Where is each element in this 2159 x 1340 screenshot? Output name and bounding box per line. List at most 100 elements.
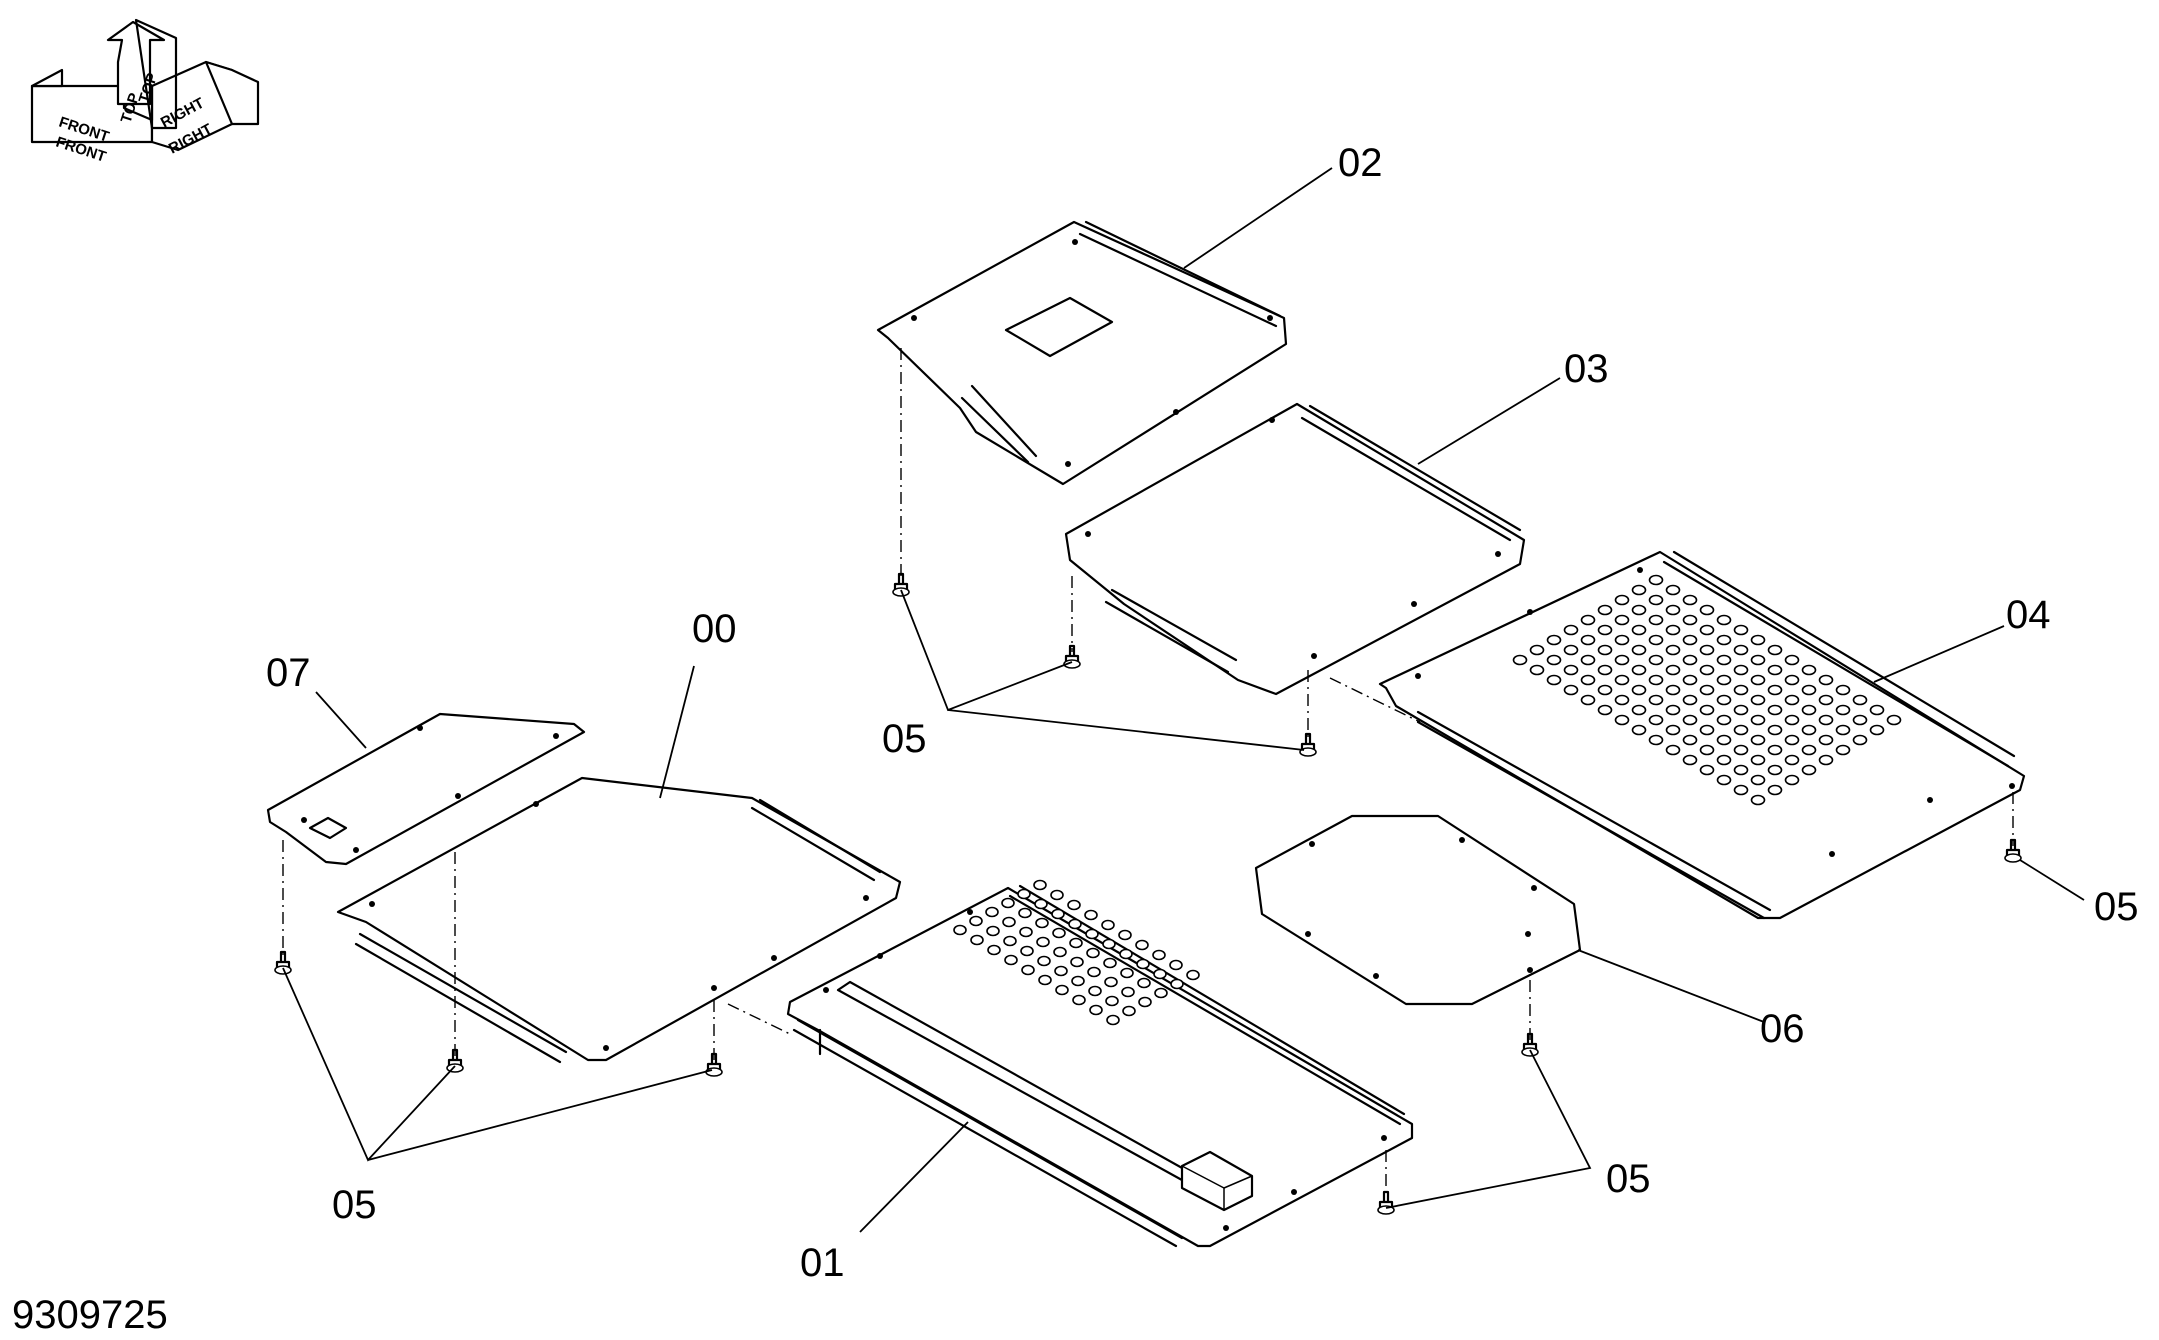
- perforation-hole: [1019, 926, 1033, 938]
- perforation-hole: [1614, 634, 1630, 646]
- perforation-hole: [1003, 935, 1017, 947]
- callout-07: 07: [266, 651, 311, 695]
- perforation-hole: [1801, 704, 1817, 716]
- callout-labels: 02 03 04 05 05 00 07 06 05 05 01 9309725: [12, 141, 2139, 1337]
- perforation-hole: [1137, 977, 1151, 989]
- perforation-hole: [1767, 664, 1783, 676]
- perforation-hole: [1053, 946, 1067, 958]
- fastener-screw: [2004, 838, 2022, 863]
- callout-00: 00: [692, 607, 737, 651]
- callout-05-upper: 05: [882, 717, 927, 761]
- perforation-hole: [1750, 674, 1766, 686]
- perforation-hole: [1716, 734, 1732, 746]
- perforation-hole: [1682, 714, 1698, 726]
- fasteners-05: [274, 572, 2022, 1215]
- perforation-hole: [1767, 704, 1783, 716]
- perforation-hole: [1699, 724, 1715, 736]
- perforation-hole: [1036, 936, 1050, 948]
- perforation-hole: [1665, 724, 1681, 736]
- callout-05-left: 05: [332, 1183, 377, 1227]
- perforation-hole: [986, 925, 1000, 937]
- perforation-hole: [1186, 969, 1200, 981]
- perforation-hole: [1170, 978, 1184, 990]
- perforation-hole: [1597, 604, 1613, 616]
- perforation-hole: [1103, 957, 1117, 969]
- part-00-plate: [336, 776, 902, 1064]
- leader-lines: [282, 167, 2085, 1233]
- perforation-hole: [1034, 898, 1048, 910]
- perforation-hole: [1067, 899, 1081, 911]
- perforation-hole: [1750, 634, 1766, 646]
- perforation-hole: [1614, 674, 1630, 686]
- perforation-hole: [1784, 714, 1800, 726]
- perforation-hole: [969, 915, 983, 927]
- perforation-hole: [1169, 959, 1183, 971]
- orientation-symbol: FRONT FRONT TOP TOP RIGHT RIGHT: [30, 18, 260, 166]
- perforation-hole: [1597, 624, 1613, 636]
- part-06-plate: [1254, 814, 1582, 1006]
- perforation-hole: [1580, 694, 1596, 706]
- perforation-hole: [1648, 734, 1664, 746]
- perforation-hole: [1869, 724, 1885, 736]
- perforation-hole: [1699, 604, 1715, 616]
- perforation-hole: [1580, 614, 1596, 626]
- perforation-hole: [1072, 994, 1086, 1006]
- perforation-hole: [1055, 984, 1069, 996]
- perforation-hole: [1546, 654, 1562, 666]
- perforation-hole: [1852, 694, 1868, 706]
- perforation-hole: [1699, 684, 1715, 696]
- perforation-hole: [1105, 995, 1119, 1007]
- part-02-plate: [876, 220, 1288, 486]
- perforation-hole: [1597, 704, 1613, 716]
- perforation-hole: [1088, 985, 1102, 997]
- perforation-hole: [1682, 654, 1698, 666]
- fastener-screw: [1063, 644, 1081, 669]
- perforation-hole: [1699, 624, 1715, 636]
- perforation-hole: [1733, 764, 1749, 776]
- part-07-plate: [266, 712, 586, 866]
- perforation-hole: [1699, 644, 1715, 656]
- perforation-hole: [1153, 968, 1167, 980]
- callout-06: 06: [1760, 1007, 1805, 1051]
- perforation-hole: [1035, 917, 1049, 929]
- perforation-hole: [1118, 929, 1132, 941]
- perforation-hole: [1665, 704, 1681, 716]
- perforation-hole: [1733, 724, 1749, 736]
- perforation-hole: [1101, 919, 1115, 931]
- part-04-plate: [1378, 550, 2026, 920]
- fastener-screw: [892, 572, 910, 597]
- perforation-hole: [1580, 674, 1596, 686]
- perforation-hole: [1818, 754, 1834, 766]
- perforation-hole: [1818, 694, 1834, 706]
- callout-03: 03: [1564, 347, 1609, 391]
- perforation-hole: [985, 906, 999, 918]
- perforation-hole: [1784, 774, 1800, 786]
- perforation-hole: [1121, 986, 1135, 998]
- perforation-hole: [1682, 674, 1698, 686]
- perforation-hole: [1716, 774, 1732, 786]
- perforation-hole: [1699, 744, 1715, 756]
- perforation-hole: [1086, 947, 1100, 959]
- perforation-hole: [1716, 694, 1732, 706]
- perforation-hole: [1716, 634, 1732, 646]
- part-00-link-axis: [727, 1003, 791, 1035]
- perforation-hole: [1001, 897, 1015, 909]
- drawing-number: 9309725: [12, 1293, 168, 1337]
- perforation-hole: [1102, 938, 1116, 950]
- perforation-hole: [1068, 918, 1082, 930]
- perforation-hole: [1784, 734, 1800, 746]
- perforation-hole: [1733, 704, 1749, 716]
- perforation-hole: [1021, 964, 1035, 976]
- perforation-hole: [1597, 644, 1613, 656]
- perforation-hole: [953, 924, 967, 936]
- perforation-hole: [1631, 624, 1647, 636]
- perforation-hole: [1106, 1014, 1120, 1026]
- perforation-hole: [987, 944, 1001, 956]
- perforation-hole: [1004, 954, 1018, 966]
- callout-05-right: 05: [2094, 885, 2139, 929]
- perforation-hole: [1002, 916, 1016, 928]
- perforation-hole: [1818, 714, 1834, 726]
- perforation-hole: [1512, 654, 1528, 666]
- perforation-hole: [1767, 764, 1783, 776]
